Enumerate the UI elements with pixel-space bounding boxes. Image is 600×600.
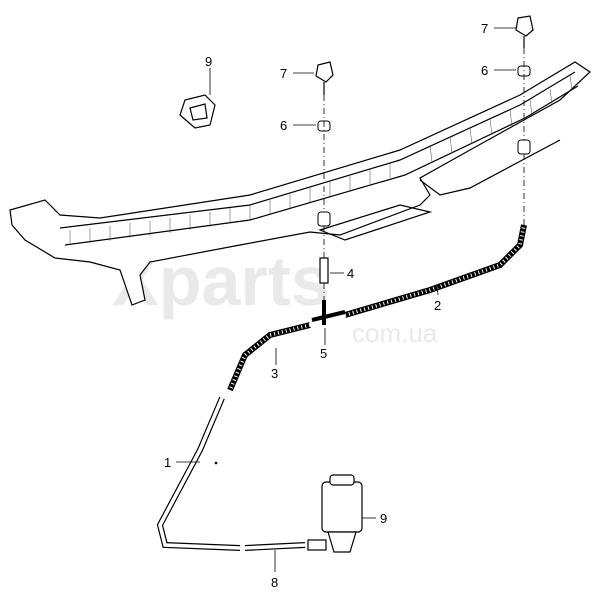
callout-2: 2 xyxy=(434,298,441,313)
callout-6-mid: 6 xyxy=(280,118,287,133)
cowl-panel xyxy=(9,61,591,306)
hose-1 xyxy=(156,396,241,551)
washer-jet-mid xyxy=(315,61,334,95)
callout-6-right: 6 xyxy=(481,63,488,78)
assembly-lines xyxy=(323,48,525,300)
hose-2 xyxy=(344,224,527,318)
washer-jet-right xyxy=(515,15,534,48)
connector-4 xyxy=(319,257,329,284)
callout-7-right: 7 xyxy=(481,21,488,36)
callout-5: 5 xyxy=(320,346,327,361)
jet-mount-mid xyxy=(317,211,331,227)
dot-marker xyxy=(214,461,218,465)
callout-9-clip: 9 xyxy=(205,54,212,69)
callout-1: 1 xyxy=(164,455,171,470)
callout-9-pump: 9 xyxy=(380,511,387,526)
watermark-domain: com.ua xyxy=(352,318,438,348)
callout-3: 3 xyxy=(271,366,278,381)
callout-7-mid: 7 xyxy=(280,66,287,81)
callout-8: 8 xyxy=(271,575,278,590)
t-piece-5 xyxy=(311,300,346,325)
leader-lines xyxy=(176,27,516,572)
jet-mount-right xyxy=(517,139,531,155)
washer-pump xyxy=(307,474,363,553)
hoses xyxy=(156,224,527,551)
callout-4: 4 xyxy=(347,266,354,281)
clip-part xyxy=(179,94,216,129)
